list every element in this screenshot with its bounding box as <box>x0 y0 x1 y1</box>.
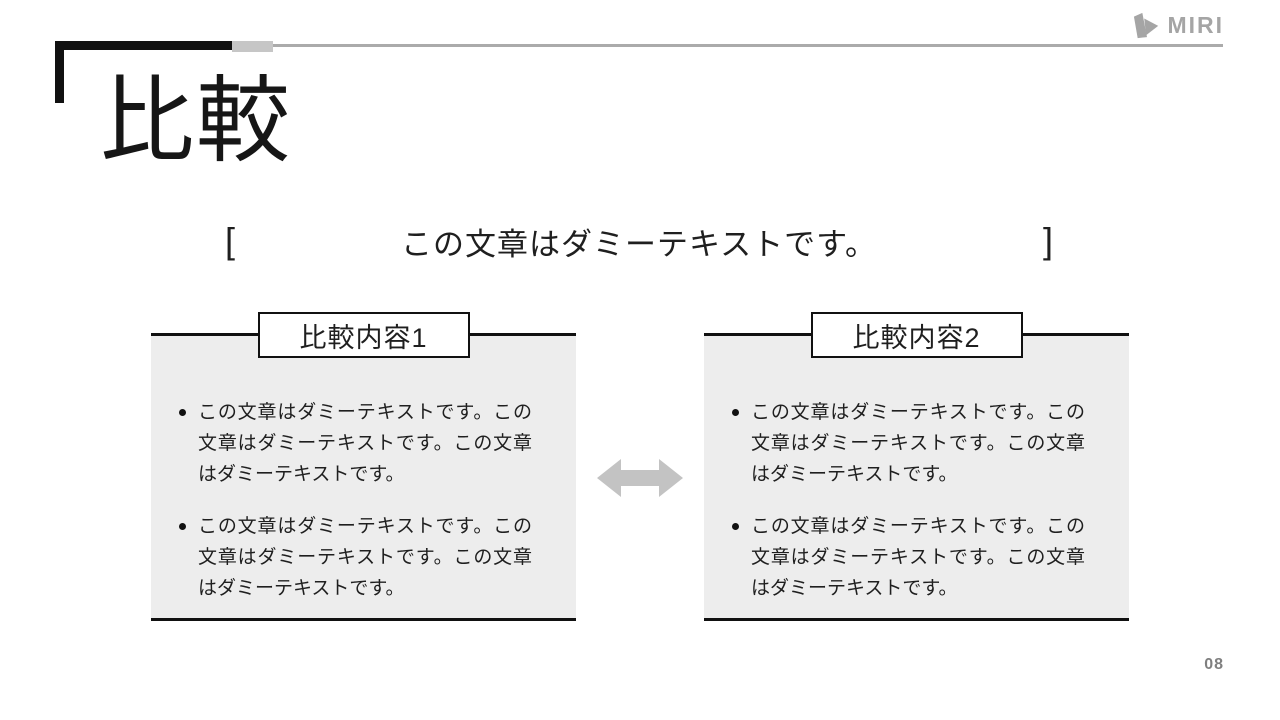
comparison-panel-2: 比較内容2 この文章はダミーテキストです。この文章はダミーテキストです。この文章… <box>704 312 1129 621</box>
comparison-panel-1-bullets: この文章はダミーテキストです。この文章はダミーテキストです。この文章はダミーテキ… <box>151 397 576 604</box>
comparison-panel-2-header: 比較内容2 <box>810 312 1023 358</box>
header-rule-gray-segment <box>232 41 273 52</box>
subtitle-text: この文章はダミーテキストです。 <box>401 226 877 262</box>
bullet-item: この文章はダミーテキストです。この文章はダミーテキストです。この文章はダミーテキ… <box>732 397 1085 490</box>
corner-bracket-vertical <box>55 41 64 103</box>
header-rule-line <box>273 44 1223 47</box>
comparison-panel-1-header: 比較内容1 <box>257 312 470 358</box>
bullet-item: この文章はダミーテキストです。この文章はダミーテキストです。この文章はダミーテキ… <box>179 397 532 490</box>
logo: MIRI <box>1132 11 1224 39</box>
logo-text: MIRI <box>1167 11 1224 38</box>
subtitle-open-bracket: [ <box>225 220 236 261</box>
page-number: 08 <box>1204 656 1224 673</box>
comparison-panel-1: 比較内容1 この文章はダミーテキストです。この文章はダミーテキストです。この文章… <box>151 312 576 621</box>
miri-logo-icon <box>1132 11 1162 39</box>
subtitle: [ この文章はダミーテキストです。 ] <box>225 219 1053 263</box>
page-title: 比較 <box>100 70 293 174</box>
bullet-item: この文章はダミーテキストです。この文章はダミーテキストです。この文章はダミーテキ… <box>179 511 532 604</box>
bullet-item: この文章はダミーテキストです。この文章はダミーテキストです。この文章はダミーテキ… <box>732 511 1085 604</box>
comparison-panel-2-bullets: この文章はダミーテキストです。この文章はダミーテキストです。この文章はダミーテキ… <box>704 397 1129 604</box>
subtitle-close-bracket: ] <box>1042 220 1053 261</box>
left-right-arrow-icon <box>597 459 683 497</box>
corner-bracket-horizontal <box>55 41 232 50</box>
